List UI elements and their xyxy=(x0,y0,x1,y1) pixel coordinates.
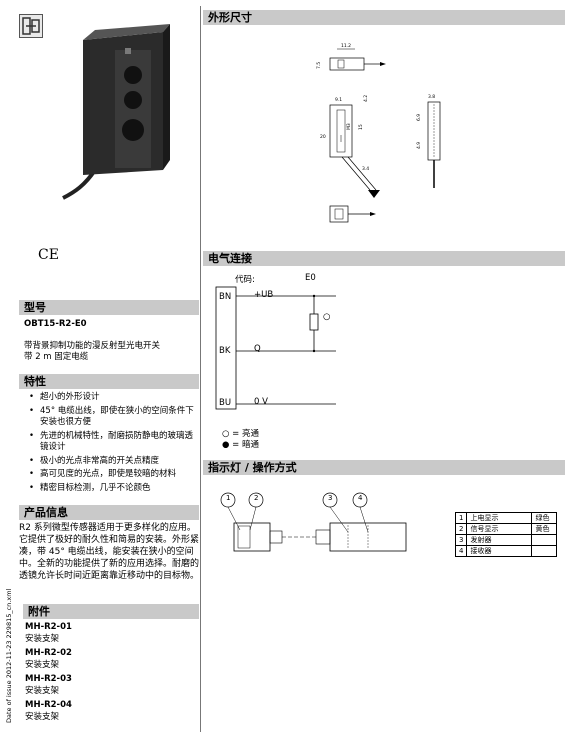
dim-label: 9.1 xyxy=(335,97,342,103)
accessory-code: MH-R2-04 xyxy=(25,700,72,710)
dim-label: 3.4 xyxy=(362,166,369,172)
accessories-list: MH-R2-01 安装支架 MH-R2-02 安装支架 MH-R2-03 安装支… xyxy=(25,622,195,723)
callout-1: 1 xyxy=(226,494,231,502)
dim-label: M3 xyxy=(346,123,352,130)
legend-dark-on: ● = 暗通 xyxy=(222,440,259,450)
section-accessories-header: 附件 xyxy=(23,604,199,619)
dim-label: 4.9 xyxy=(416,142,422,149)
table-cell: 发射器 xyxy=(466,534,533,546)
logo-icon xyxy=(19,14,43,38)
table-row: 1 上电显示 绿色 xyxy=(454,512,558,524)
pin-bk: BK xyxy=(219,346,231,356)
accessory-code: MH-R2-02 xyxy=(25,648,72,658)
table-cell: 4 xyxy=(454,545,468,557)
model-description: 带背景抑制功能的漫反射型光电开关 带 2 m 固定电缆 xyxy=(24,341,161,362)
dim-label: 6.9 xyxy=(416,114,422,121)
dim-label: 3.8 xyxy=(428,94,435,100)
indicator-drawing xyxy=(220,492,407,552)
table-cell: 绿色 xyxy=(531,512,558,524)
section-product-info-header: 产品信息 xyxy=(19,505,199,520)
accessory-desc: 安装支架 xyxy=(25,711,60,722)
accessory-desc: 安装支架 xyxy=(25,633,60,644)
table-cell: 1 xyxy=(454,512,468,524)
switch-symbol: ○ xyxy=(323,312,331,322)
feature-item: 极小的光点非常高的开关点精度 xyxy=(29,456,196,468)
section-dimensions-header: 外形尺寸 xyxy=(203,10,565,25)
model-code: OBT15-R2-E0 xyxy=(24,319,87,329)
accessory-desc: 安装支架 xyxy=(25,659,60,670)
table-cell: 3 xyxy=(454,534,468,546)
pin-bu: BU xyxy=(219,398,232,408)
signal-ub: +UB xyxy=(254,290,274,300)
table-cell xyxy=(531,545,558,557)
callout-3: 3 xyxy=(328,494,333,502)
signal-q: Q xyxy=(254,344,261,354)
section-indicators-header: 指示灯 / 操作方式 xyxy=(203,460,565,475)
section-electrical-header: 电气连接 xyxy=(203,251,565,266)
feature-item: 超小的外形设计 xyxy=(29,392,196,404)
feature-item: 先进的机械特性，耐磨损防静电的玻璃透镜设计 xyxy=(29,431,196,454)
feature-item: 高可见度的光点，即使是较暗的材料 xyxy=(29,469,196,481)
accessory-code: MH-R2-03 xyxy=(25,674,72,684)
callout-4: 4 xyxy=(358,494,363,502)
section-features-header: 特性 xyxy=(19,374,199,389)
dim-label: 4.2 xyxy=(363,95,369,102)
pin-bn: BN xyxy=(219,292,232,302)
dim-label: 15 xyxy=(358,124,364,130)
table-cell: 上电显示 xyxy=(466,512,533,524)
indicator-table: 1 上电显示 绿色 2 信号显示 黄色 3 发射器 4 接收器 xyxy=(454,512,558,557)
accessory-desc: 安装支架 xyxy=(25,685,60,696)
dim-label: 7.5 xyxy=(316,62,322,69)
features-list: 超小的外形设计 45° 电缆出线，即使在狭小的空间条件下安装也很方便 先进的机械… xyxy=(24,392,196,496)
issue-date-side-text: Date of issue 2012-11-23 229815_cn.xml xyxy=(5,588,13,723)
section-model-header: 型号 xyxy=(19,300,199,315)
callout-2: 2 xyxy=(254,494,259,502)
table-cell: 2 xyxy=(454,523,468,535)
table-cell: 信号显示 xyxy=(466,523,533,535)
table-row: 2 信号显示 黄色 xyxy=(454,523,558,535)
table-row: 4 接收器 xyxy=(454,545,558,557)
table-row: 3 发射器 xyxy=(454,534,558,546)
accessory-code: MH-R2-01 xyxy=(25,622,72,632)
code-label: 代码: xyxy=(235,275,255,285)
legend-light-on: ○ = 亮通 xyxy=(222,429,259,439)
feature-item: 精密目标检测，几乎不论颜色 xyxy=(29,483,196,495)
table-cell: 黄色 xyxy=(531,523,558,535)
ce-mark: CE xyxy=(38,247,59,263)
product-photo xyxy=(62,24,170,200)
table-cell: 接收器 xyxy=(466,545,533,557)
dimension-drawing: 11.2 7.5 9.1 20 15 4.2 M3 3.4 3.8 6.9 4.… xyxy=(316,43,441,223)
dim-label: 11.2 xyxy=(341,43,351,49)
column-divider xyxy=(200,6,201,732)
table-cell xyxy=(531,534,558,546)
signal-0v: 0 V xyxy=(254,397,268,407)
feature-item: 45° 电缆出线，即使在狭小的空间条件下安装也很方便 xyxy=(29,406,196,429)
product-info-text: R2 系列微型传感器适用于更多样化的应用。它提供了极好的耐久性和简易的安装。外形… xyxy=(19,523,200,581)
wiring-diagram xyxy=(215,286,336,410)
dim-label: 20 xyxy=(320,134,326,140)
code-value: E0 xyxy=(305,273,316,283)
